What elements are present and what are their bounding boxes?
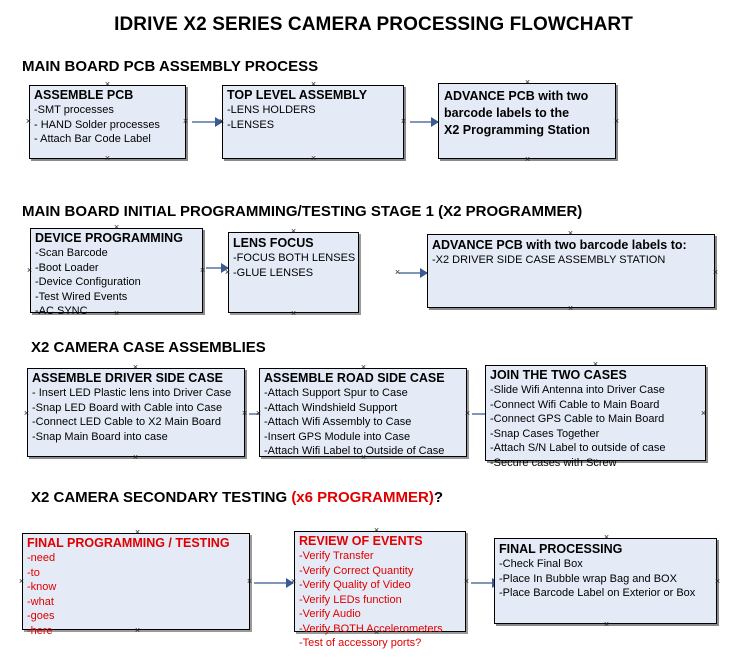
section-heading-text: MAIN BOARD INITIAL PROGRAMMING/TESTING S…	[22, 203, 583, 220]
box-line: X2 Programming Station	[444, 123, 590, 137]
box-line: - Insert LED Plastic lens into Driver Ca…	[32, 387, 232, 399]
section-heading-accent: (x6 PROGRAMMER)	[291, 489, 434, 506]
box-line: -Verify Audio	[299, 608, 361, 620]
box-line: -Test of accessory ports?	[299, 637, 422, 649]
box-title: ASSEMBLE ROAD SIDE CASE	[264, 371, 445, 385]
box-line: -Connect LED Cable to X2 Main Board	[32, 416, 221, 428]
box-line: -need	[27, 552, 56, 564]
box-title: REVIEW OF EVENTS	[299, 534, 423, 548]
flow-box-advance-pcb-driver-side-station[interactable]: ADVANCE PCB with two barcode labels to: …	[427, 234, 715, 308]
box-title: JOIN THE TWO CASES	[490, 368, 627, 382]
section-heading-text: X2 CAMERA SECONDARY TESTING	[31, 489, 292, 506]
box-line: -LENSES	[227, 118, 275, 131]
box-line: -what	[27, 595, 54, 608]
box-line: -Attach Windshield Support	[264, 401, 398, 414]
box-line: -X2 DRIVER SIDE CASE ASSEMBLY STATION	[432, 254, 666, 266]
box-title: FINAL PROGRAMMING / TESTING	[27, 536, 230, 550]
box-line: -Attach Support Spur to Case	[264, 387, 408, 399]
box-line: -Connect Wifi Cable to Main Board	[490, 398, 660, 411]
box-line: -Verify BOTH Accelerometers	[299, 622, 443, 635]
section-heading-text: MAIN BOARD PCB ASSEMBLY PROCESS	[22, 58, 319, 75]
section-heading-main-board-initial-programming: MAIN BOARD INITIAL PROGRAMMING/TESTING S…	[22, 203, 582, 220]
box-line: -Attach Wifi Label to Outside of Case	[264, 445, 445, 457]
box-line: -Slide Wifi Antenna into Driver Case	[490, 384, 665, 396]
flow-box-final-programming-testing[interactable]: FINAL PROGRAMMING / TESTING -need -to -k…	[22, 533, 250, 637]
box-line: -Test Wired Events	[35, 290, 128, 303]
box-line: ADVANCE PCB with two	[444, 89, 589, 103]
box-line: -Verify Quality of Video	[299, 579, 411, 591]
box-line: -Attach Wifi Assembly to Case	[264, 416, 412, 428]
box-line: -Verify Transfer	[299, 550, 374, 562]
box-line: barcode labels to the	[444, 106, 570, 120]
box-line: -LENS HOLDERS	[227, 104, 316, 116]
flow-box-final-processing[interactable]: FINAL PROCESSING -Check Final Box -Place…	[494, 538, 717, 624]
box-title: DEVICE PROGRAMMING	[35, 231, 183, 245]
box-line: -Attach S/N Label to outside of case	[490, 442, 666, 454]
box-line: -Connect GPS Cable to Main Board	[490, 413, 665, 425]
box-line: -GLUE LENSES	[233, 266, 314, 279]
box-line: -FOCUS BOTH LENSES	[233, 252, 356, 264]
box-line: -Boot Loader	[35, 261, 99, 274]
box-line: -Snap Cases Together	[490, 427, 600, 440]
connector-arrow	[192, 117, 223, 127]
box-line: -to	[27, 566, 40, 579]
box-line: -Secure cases with Screw	[490, 456, 617, 469]
box-title: LENS FOCUS	[233, 236, 314, 250]
box-title: ASSEMBLE DRIVER SIDE CASE	[32, 371, 224, 385]
section-heading-x2-camera-secondary-testing: X2 CAMERA SECONDARY TESTING (x6 PROGRAMM…	[31, 489, 443, 506]
box-title: TOP LEVEL ASSEMBLY	[227, 88, 368, 102]
box-line: -AC SYNC	[35, 305, 88, 317]
connector-arrow	[254, 578, 294, 588]
box-line: -goes	[27, 610, 55, 622]
box-line: -Check Final Box	[499, 558, 583, 570]
box-line: -here	[27, 624, 53, 637]
section-heading-main-board-pcb-assembly: MAIN BOARD PCB ASSEMBLY PROCESS	[22, 58, 318, 75]
flow-box-device-programming[interactable]: DEVICE PROGRAMMING -Scan Barcode -Boot L…	[30, 228, 203, 317]
connector-arrow	[410, 117, 439, 127]
box-title: ADVANCE PCB with two barcode labels to:	[432, 238, 687, 252]
box-title: FINAL PROCESSING	[499, 542, 623, 556]
flow-box-lens-focus[interactable]: LENS FOCUS -FOCUS BOTH LENSES -GLUE LENS…	[228, 232, 359, 313]
flow-box-join-the-two-cases[interactable]: JOIN THE TWO CASES -Slide Wifi Antenna i…	[485, 365, 706, 469]
page-title: IDRIVE X2 SERIES CAMERA PROCESSING FLOWC…	[114, 14, 633, 35]
section-heading-tail: ?	[433, 489, 443, 506]
section-heading-text: X2 CAMERA CASE ASSEMBLIES	[31, 339, 266, 356]
box-line: -Device Configuration	[35, 276, 141, 288]
box-line: - HAND Solder processes	[34, 118, 160, 131]
box-line: -Verify Correct Quantity	[299, 564, 414, 577]
box-line: -Place Barcode Label on Exterior or Box	[499, 587, 696, 599]
connector-arrow	[206, 263, 229, 273]
flow-box-advance-pcb-programming-station[interactable]: ADVANCE PCB with two barcode labels to t…	[438, 83, 616, 159]
box-line: -Snap LED Board with Cable into Case	[32, 401, 223, 414]
section-heading-x2-camera-case-assemblies: X2 CAMERA CASE ASSEMBLIES	[31, 339, 266, 356]
box-line: -Place In Bubble wrap Bag and BOX	[499, 572, 677, 585]
box-line: -Verify LEDs function	[299, 593, 402, 606]
flow-box-top-level-assembly[interactable]: TOP LEVEL ASSEMBLY -LENS HOLDERS -LENSES	[222, 85, 404, 159]
flow-box-assemble-driver-side-case[interactable]: ASSEMBLE DRIVER SIDE CASE - Insert LED P…	[27, 368, 245, 457]
box-line: -know	[27, 581, 57, 593]
flow-box-assemble-pcb[interactable]: ASSEMBLE PCB -SMT processes - HAND Solde…	[29, 85, 186, 159]
box-line: - Attach Bar Code Label	[34, 133, 151, 145]
box-line: -SMT processes	[34, 104, 114, 116]
flow-box-review-of-events[interactable]: REVIEW OF EVENTS -Verify Transfer -Verif…	[294, 531, 466, 649]
box-line: -Insert GPS Module into Case	[264, 430, 411, 443]
connector-arrow	[399, 268, 428, 278]
box-title: ASSEMBLE PCB	[34, 88, 134, 102]
box-line: -Snap Main Board into case	[32, 430, 168, 443]
flow-box-assemble-road-side-case[interactable]: ASSEMBLE ROAD SIDE CASE -Attach Support …	[259, 368, 467, 457]
box-line: -Scan Barcode	[35, 247, 108, 259]
